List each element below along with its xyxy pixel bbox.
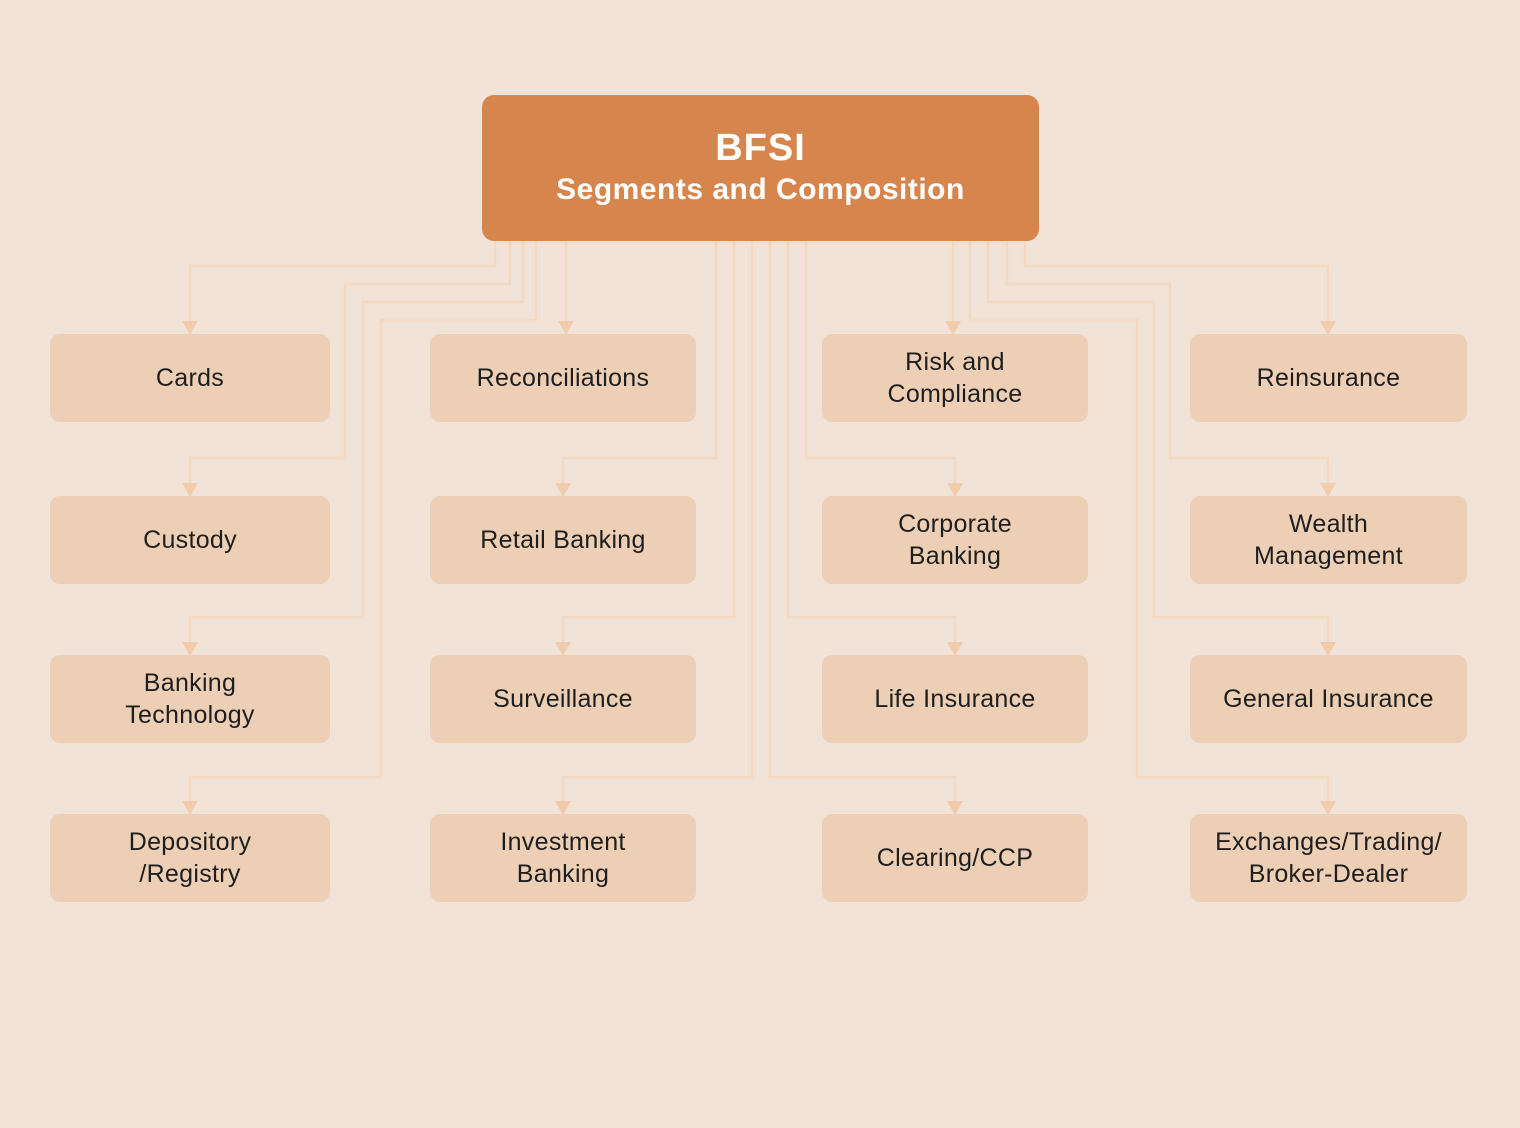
diagram-title: BFSI	[715, 127, 806, 170]
node-risk-and-compliance: Risk and Compliance	[822, 334, 1088, 422]
connector-risk-and-compliance	[945, 240, 961, 335]
node-investment-banking: Investment Banking	[430, 814, 696, 902]
node-clearing-ccp: Clearing/CCP	[822, 814, 1088, 902]
connector-life-insurance	[786, 240, 963, 656]
connector-retail-banking	[555, 240, 718, 497]
node-cards: Cards	[50, 334, 330, 422]
connector-reinsurance	[1023, 240, 1336, 335]
node-banking-technology: Banking Technology	[50, 655, 330, 743]
node-life-insurance: Life Insurance	[822, 655, 1088, 743]
node-general-insurance: General Insurance	[1190, 655, 1467, 743]
diagram-title-box: BFSI Segments and Composition	[482, 95, 1039, 241]
node-retail-banking: Retail Banking	[430, 496, 696, 584]
connector-corporate-banking	[804, 240, 963, 497]
connector-banking-technology	[182, 240, 525, 656]
connector-clearing-ccp	[768, 240, 963, 815]
connector-investment-banking	[555, 240, 754, 815]
connector-depository-registry	[182, 240, 538, 815]
connector-cards	[182, 240, 497, 335]
node-surveillance: Surveillance	[430, 655, 696, 743]
connector-reconciliations	[558, 240, 574, 335]
node-reinsurance: Reinsurance	[1190, 334, 1467, 422]
connector-custody	[182, 240, 512, 497]
node-depository-registry: Depository /Registry	[50, 814, 330, 902]
connector-wealth-management	[1005, 240, 1336, 497]
connector-exchanges-trading	[968, 240, 1336, 815]
node-reconciliations: Reconciliations	[430, 334, 696, 422]
node-corporate-banking: Corporate Banking	[822, 496, 1088, 584]
diagram-subtitle: Segments and Composition	[556, 173, 965, 207]
connector-general-insurance	[986, 240, 1336, 656]
connector-surveillance	[555, 240, 736, 656]
node-custody: Custody	[50, 496, 330, 584]
node-wealth-management: Wealth Management	[1190, 496, 1467, 584]
node-exchanges-trading: Exchanges/Trading/ Broker-Dealer	[1190, 814, 1467, 902]
